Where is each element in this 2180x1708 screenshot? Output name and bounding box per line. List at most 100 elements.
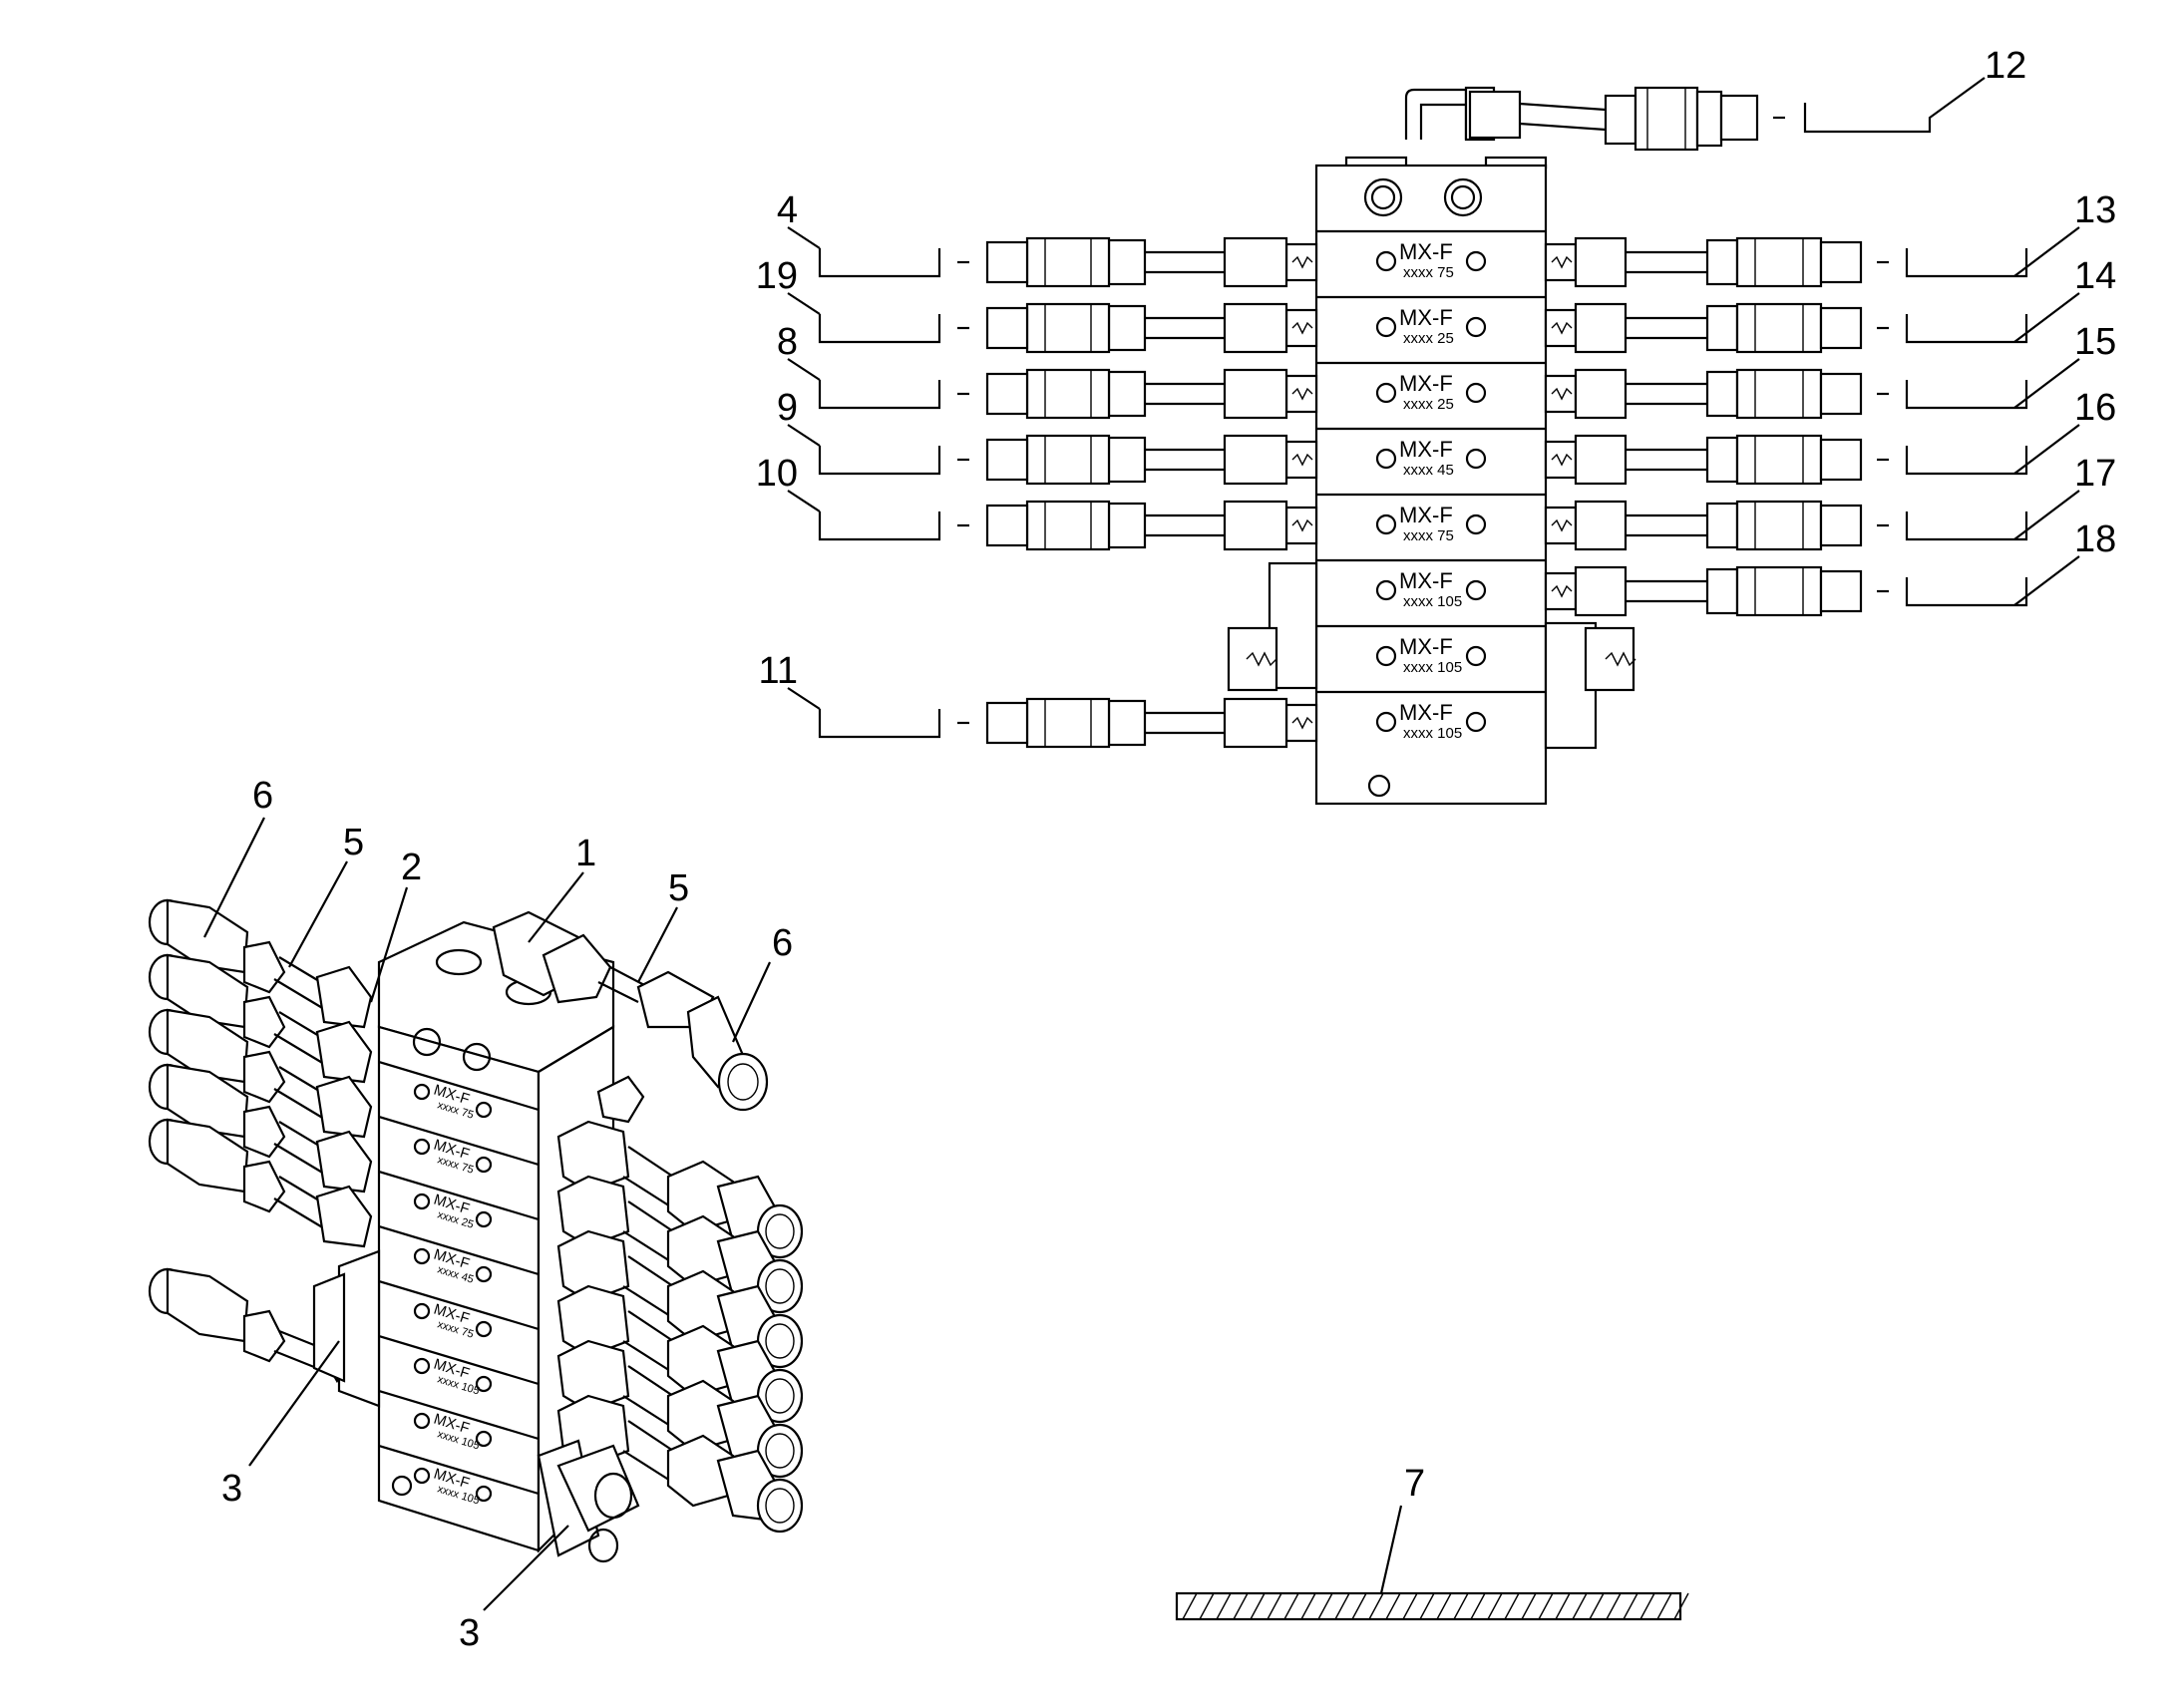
iso-section-port-icon (475, 1320, 493, 1338)
section-model-label: MX-F (1399, 634, 1453, 659)
callout-label-1: 1 (575, 833, 596, 874)
section-right-port-icon (1465, 250, 1487, 272)
hose-item: 7 (1175, 1463, 1689, 1621)
section-code-label: xxxx 75 (1403, 527, 1454, 544)
section-left-port-icon (1375, 250, 1397, 272)
iso-section-port-icon (413, 1193, 431, 1210)
crossport-blocks (1227, 561, 1635, 750)
callout-label-right: 13 (2074, 189, 2116, 231)
callout-label-3-left: 3 (221, 1468, 242, 1510)
callout-label-right: 18 (2074, 518, 2116, 560)
section-left-port-icon (1375, 316, 1397, 338)
callout-label-3-right: 3 (459, 1612, 480, 1654)
iso-supply-connector (597, 966, 769, 1112)
iso-section-port-icon (413, 1138, 431, 1156)
section-left-port-icon (1375, 645, 1397, 667)
section-model-label: MX-F (1399, 503, 1453, 527)
iso-right-connector (556, 1175, 804, 1314)
section-left-port-icon (1375, 382, 1397, 404)
iso-elbow-fitting (492, 910, 612, 1004)
iso-section-port-icon (475, 1430, 493, 1448)
crossport-arrow-icon (1246, 651, 1277, 667)
crossport-arrow-icon (1605, 651, 1636, 667)
iso-left-connector (148, 1008, 373, 1139)
iso-section-port-icon (475, 1156, 493, 1174)
callout-line-12 (1803, 77, 1986, 134)
iso-right-connector (556, 1229, 804, 1369)
iso-section-port-icon (475, 1375, 493, 1393)
iso-left-connector (148, 1118, 373, 1248)
section-code-label: xxxx 105 (1403, 725, 1462, 742)
iso-section-divider (378, 1060, 540, 1112)
iso-section-port-icon (413, 1357, 431, 1375)
iso-section-port-icon (475, 1210, 493, 1228)
left-outlet-line: 10 (756, 453, 1318, 551)
right-outlet-line: 13 (1544, 189, 2116, 288)
iso-left-connector (148, 898, 373, 1029)
section-right-port-icon (1465, 316, 1487, 338)
left-outlet-line: 19 (756, 255, 1318, 354)
iso-crossports (312, 1249, 640, 1563)
top-port-icon (1443, 177, 1483, 217)
iso-section-port-icon (413, 1467, 431, 1485)
iso-section-divider (378, 1444, 540, 1496)
iso-section-divider (378, 1170, 540, 1221)
callout-label-left: 11 (759, 650, 798, 692)
iso-left-connector (148, 953, 373, 1084)
callout-line-7 (1379, 1505, 1403, 1594)
callout-label-7: 7 (1404, 1463, 1425, 1505)
callout-label-right: 15 (2074, 321, 2116, 363)
iso-right-connector (556, 1284, 804, 1424)
section-right-port-icon (1465, 513, 1487, 535)
callout-label-left: 19 (756, 255, 798, 297)
section-code-label: xxxx 105 (1403, 593, 1462, 610)
section-model-label: MX-F (1399, 700, 1453, 725)
iso-section-divider (378, 1389, 540, 1441)
schematic-outlets: 4 19 8 9 10 11 13 14 15 16 17 18 (756, 189, 2116, 749)
iso-connector-end-icon (756, 1478, 804, 1534)
callout-label-left: 4 (777, 189, 798, 231)
section-left-port-icon (1375, 513, 1397, 535)
right-outlet-line: 15 (1544, 321, 2116, 420)
section-code-label: xxxx 45 (1403, 462, 1454, 479)
iso-section-port-icon (475, 1101, 493, 1119)
top-port-icon (1363, 177, 1403, 217)
iso-section-port-icon (475, 1485, 493, 1503)
section-code-label: xxxx 105 (1403, 659, 1462, 676)
iso-section-divider (378, 1115, 540, 1167)
section-model-label: MX-F (1399, 239, 1453, 264)
callout-label-left: 10 (756, 453, 798, 495)
section-left-port-icon (1375, 579, 1397, 601)
right-outlet-line: 18 (1544, 518, 2116, 617)
section-code-label: xxxx 25 (1403, 396, 1454, 413)
section-right-port-icon (1465, 711, 1487, 733)
right-outlet-line: 16 (1544, 387, 2116, 486)
iso-section-divider (378, 1334, 540, 1386)
section-code-label: xxxx 75 (1403, 264, 1454, 281)
callout-label-right: 14 (2074, 255, 2116, 297)
iso-left-connector (148, 1063, 373, 1194)
callout-label-right: 16 (2074, 387, 2116, 429)
iso-right-connector (556, 1339, 804, 1479)
section-left-port-icon (1375, 448, 1397, 470)
section-model-label: MX-F (1399, 437, 1453, 462)
section-right-port-icon (1465, 645, 1487, 667)
iso-right-connector (556, 1120, 804, 1259)
section-left-port-icon (1375, 711, 1397, 733)
left-outlet-line: 8 (777, 321, 1318, 420)
callout-label-left: 8 (777, 321, 798, 363)
callout-label-right: 17 (2074, 453, 2116, 495)
iso-section-divider (378, 1279, 540, 1331)
section-code-label: xxxx 25 (1403, 330, 1454, 347)
callout-label-5-left: 5 (343, 822, 364, 863)
iso-section-port-icon (413, 1302, 431, 1320)
callout-label-left: 9 (777, 387, 798, 429)
callout-label-12: 12 (1985, 45, 2026, 87)
distributor-block (1314, 156, 1548, 806)
callout-label-2: 2 (401, 847, 422, 888)
section-model-label: MX-F (1399, 568, 1453, 593)
